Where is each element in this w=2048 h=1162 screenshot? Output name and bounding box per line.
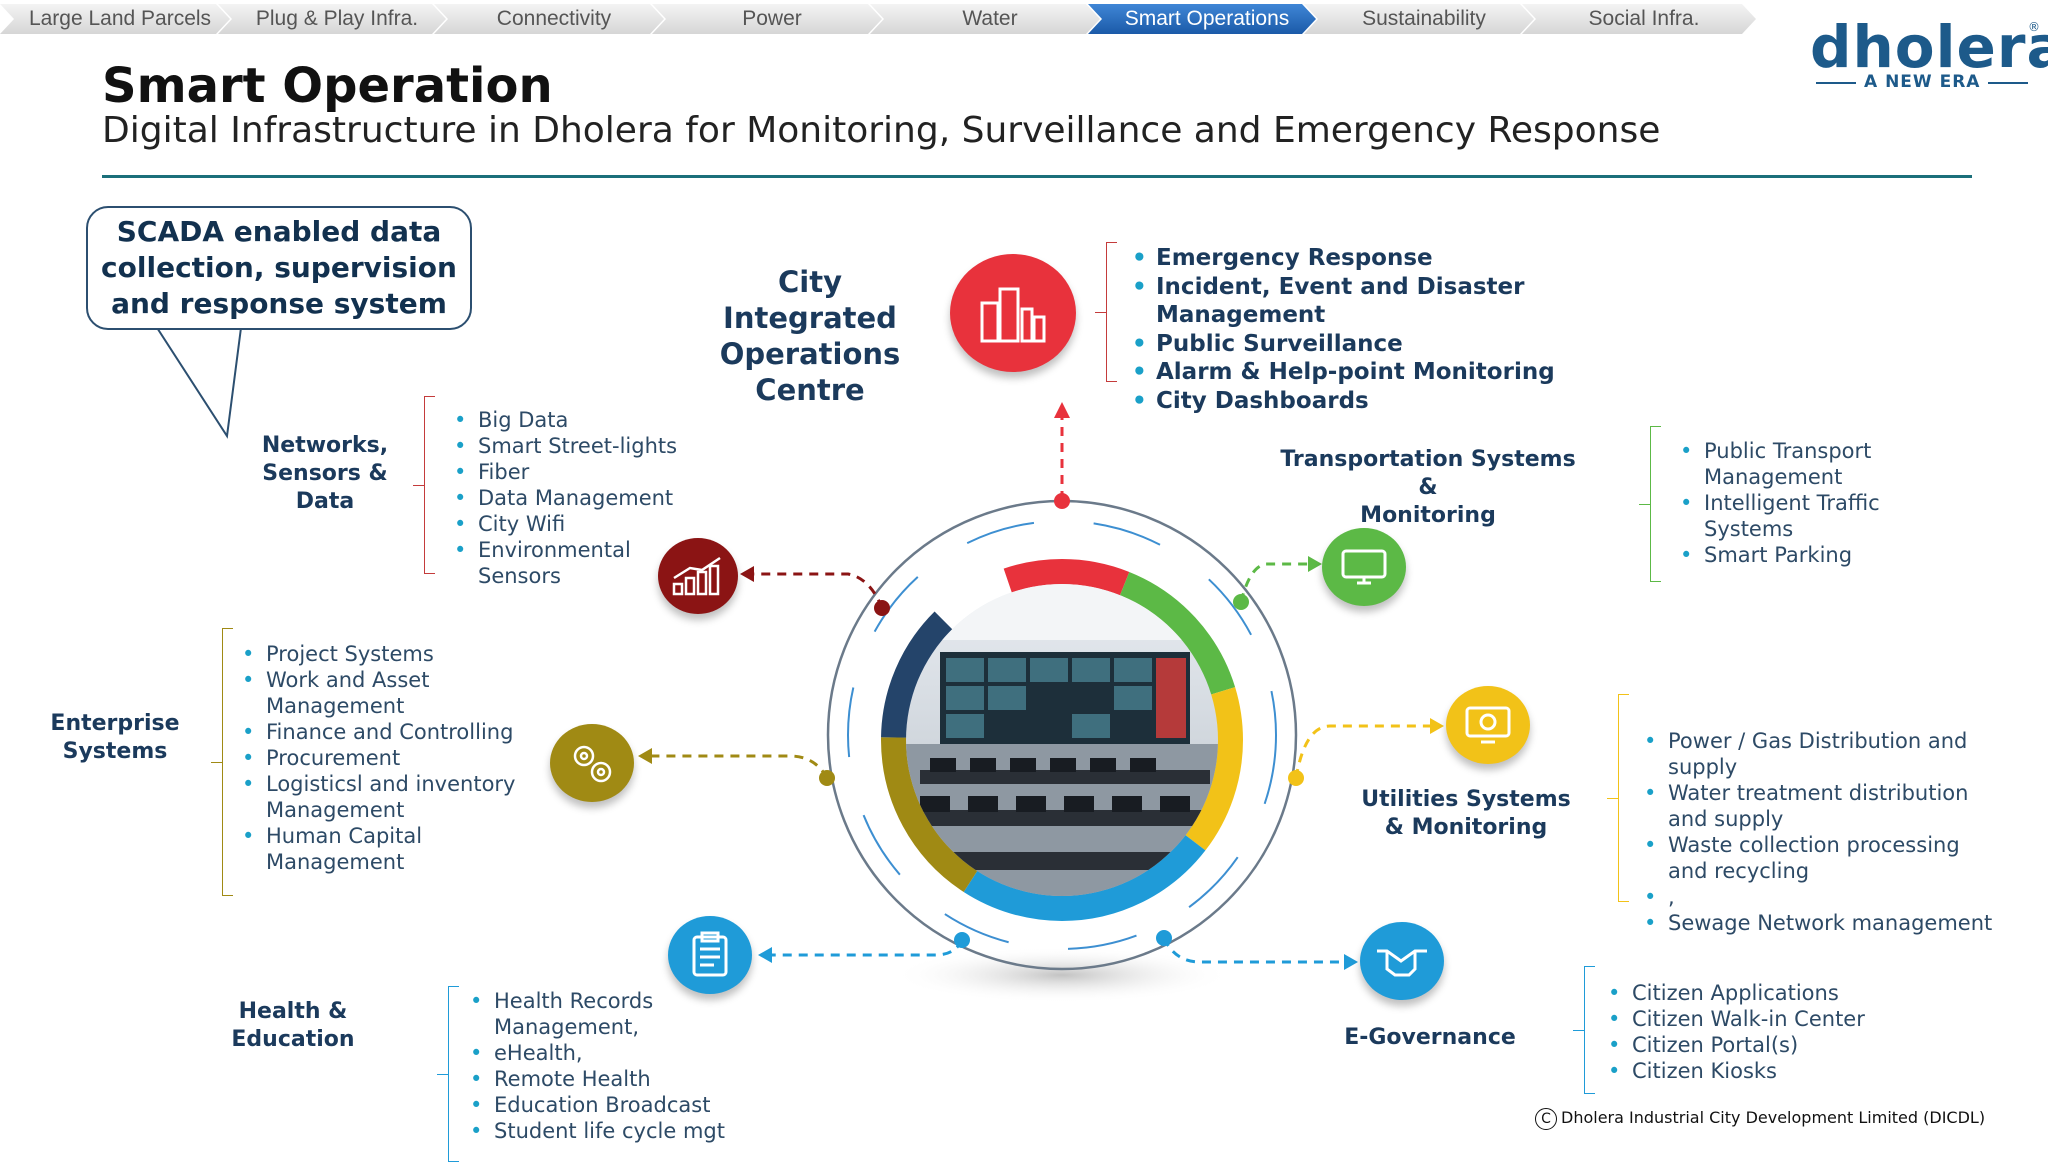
transport-heading: Transportation Systems & Monitoring [1280, 447, 1576, 528]
scada-callout: SCADA enabled data collection, supervisi… [86, 206, 472, 330]
list-item: Environmental Sensors [450, 537, 658, 589]
list-item: Finance and Controlling [238, 719, 538, 745]
callout-line-1: SCADA enabled data [116, 215, 442, 248]
nav-tab-connectivity[interactable]: Connectivity [434, 4, 664, 34]
nav-tab-sustainability[interactable]: Sustainability [1304, 4, 1534, 34]
health-education-icon [668, 916, 752, 994]
egov-bracket [1573, 966, 1595, 1094]
networks-list: Big Data Smart Street-lights Fiber Data … [450, 407, 720, 589]
enterprise-list: Project Systems Work and Asset Managemen… [238, 641, 538, 875]
health-heading: Health & Education [231, 999, 355, 1052]
ciocc-bracket [1095, 242, 1117, 382]
list-item: Project Systems [238, 641, 538, 667]
list-item: Alarm & Help-point Monitoring [1128, 358, 1688, 387]
monitor-icon [1341, 549, 1387, 585]
logo-registered-mark: ® [2028, 20, 2040, 34]
callout-line-2: collection, supervision [101, 251, 457, 284]
transport-bracket [1639, 426, 1661, 582]
list-item: Incident, Event and Disaster Management [1128, 273, 1688, 330]
health-bracket [437, 986, 459, 1162]
list-item: Power / Gas Distribution and supply [1640, 728, 1998, 780]
list-item: Education Broadcast [466, 1092, 746, 1118]
networks-data-icon [658, 538, 738, 614]
list-item: Public Transport Management [1676, 438, 1906, 490]
title-divider [102, 175, 1972, 178]
list-item: Procurement [238, 745, 538, 771]
logo-wordmark: dholera [1810, 13, 2048, 81]
list-item: Water treatment distribution and supply [1640, 780, 1998, 832]
utilities-icon [1446, 686, 1530, 764]
nav-tab-plug-play-infra[interactable]: Plug & Play Infra. [218, 4, 446, 34]
utilities-list: Power / Gas Distribution and supply Wate… [1640, 728, 2020, 936]
nav-tab-power[interactable]: Power [652, 4, 882, 34]
list-item: eHealth, [466, 1040, 746, 1066]
city-buildings-icon [980, 287, 1046, 343]
nav-tab-large-land-parcels[interactable]: Large Land Parcels [0, 4, 230, 34]
ciocc-list: Emergency Response Incident, Event and D… [1128, 244, 1688, 415]
e-governance-icon [1360, 922, 1444, 1000]
list-item: , [1640, 884, 2020, 910]
growth-chart-icon [672, 556, 721, 596]
list-item: Citizen Portal(s) [1604, 1032, 1904, 1058]
dholera-logo: dholera A NEW ERA ® [1810, 13, 2048, 98]
list-item: Big Data [450, 407, 720, 433]
networks-heading: Networks, Sensors & Data [261, 433, 389, 514]
enterprise-bracket [211, 628, 233, 896]
list-item: City Wifi [450, 511, 720, 537]
list-item: Health Records Management, [466, 988, 694, 1040]
utilities-heading: Utilities Systems & Monitoring [1361, 787, 1571, 840]
nav-tab-water[interactable]: Water [870, 4, 1100, 34]
central-hub-diagram [819, 493, 1304, 1003]
transport-list: Public Transport Management Intelligent … [1676, 438, 1906, 568]
page-title: Smart Operation [102, 58, 553, 114]
list-item: Smart Parking [1676, 542, 1906, 568]
list-item: Work and Asset Management [238, 667, 456, 719]
list-item: Citizen Kiosks [1604, 1058, 1904, 1084]
list-item: Emergency Response [1128, 244, 1688, 273]
list-item: Student life cycle mgt [466, 1118, 746, 1144]
list-item: Intelligent Traffic Systems [1676, 490, 1906, 542]
ciocc-heading: City Integrated Operations Centre [719, 265, 901, 407]
callout-tail [151, 320, 243, 439]
enterprise-heading: Enterprise Systems [50, 711, 180, 764]
gears-icon [573, 745, 612, 783]
clipboard-icon [692, 931, 728, 977]
list-item: Remote Health [466, 1066, 746, 1092]
handshake-icon [1377, 949, 1427, 977]
list-item: Sewage Network management [1640, 910, 2020, 936]
egov-heading: E-Governance [1344, 1025, 1516, 1050]
list-item: Public Surveillance [1128, 330, 1688, 359]
list-item: Citizen Applications [1604, 980, 1904, 1006]
list-item: City Dashboards [1128, 387, 1688, 416]
settings-monitor-icon [1465, 706, 1511, 744]
list-item: Smart Street-lights [450, 433, 720, 459]
list-item: Citizen Walk-in Center [1604, 1006, 1904, 1032]
section-nav-bar: Large Land Parcels Plug & Play Infra. Co… [0, 4, 1760, 36]
list-item: Data Management [450, 485, 720, 511]
copyright-icon: C [1535, 1108, 1557, 1130]
enterprise-systems-icon [550, 724, 634, 802]
health-list: Health Records Management, eHealth, Remo… [466, 988, 746, 1144]
page-subtitle: Digital Infrastructure in Dholera for Mo… [102, 110, 1661, 151]
callout-tail-cover [154, 322, 240, 328]
networks-bracket [413, 396, 435, 574]
transportation-icon [1322, 528, 1406, 606]
list-item: Logisticsl and inventory Management [238, 771, 526, 823]
callout-line-3: and response system [111, 287, 447, 320]
utilities-bracket [1607, 694, 1629, 902]
list-item: Waste collection processing and recyclin… [1640, 832, 1998, 884]
list-item: Fiber [450, 459, 720, 485]
nav-tab-smart-operations[interactable]: Smart Operations [1088, 4, 1316, 34]
city-operations-icon [950, 254, 1076, 372]
inner-dashed-ring [847, 520, 1277, 950]
list-item: Human Capital Management [238, 823, 466, 875]
egov-list: Citizen Applications Citizen Walk-in Cen… [1604, 980, 1904, 1084]
nav-tab-social-infra[interactable]: Social Infra. [1522, 4, 1756, 34]
logo-tagline: A NEW ERA [1815, 72, 2030, 92]
